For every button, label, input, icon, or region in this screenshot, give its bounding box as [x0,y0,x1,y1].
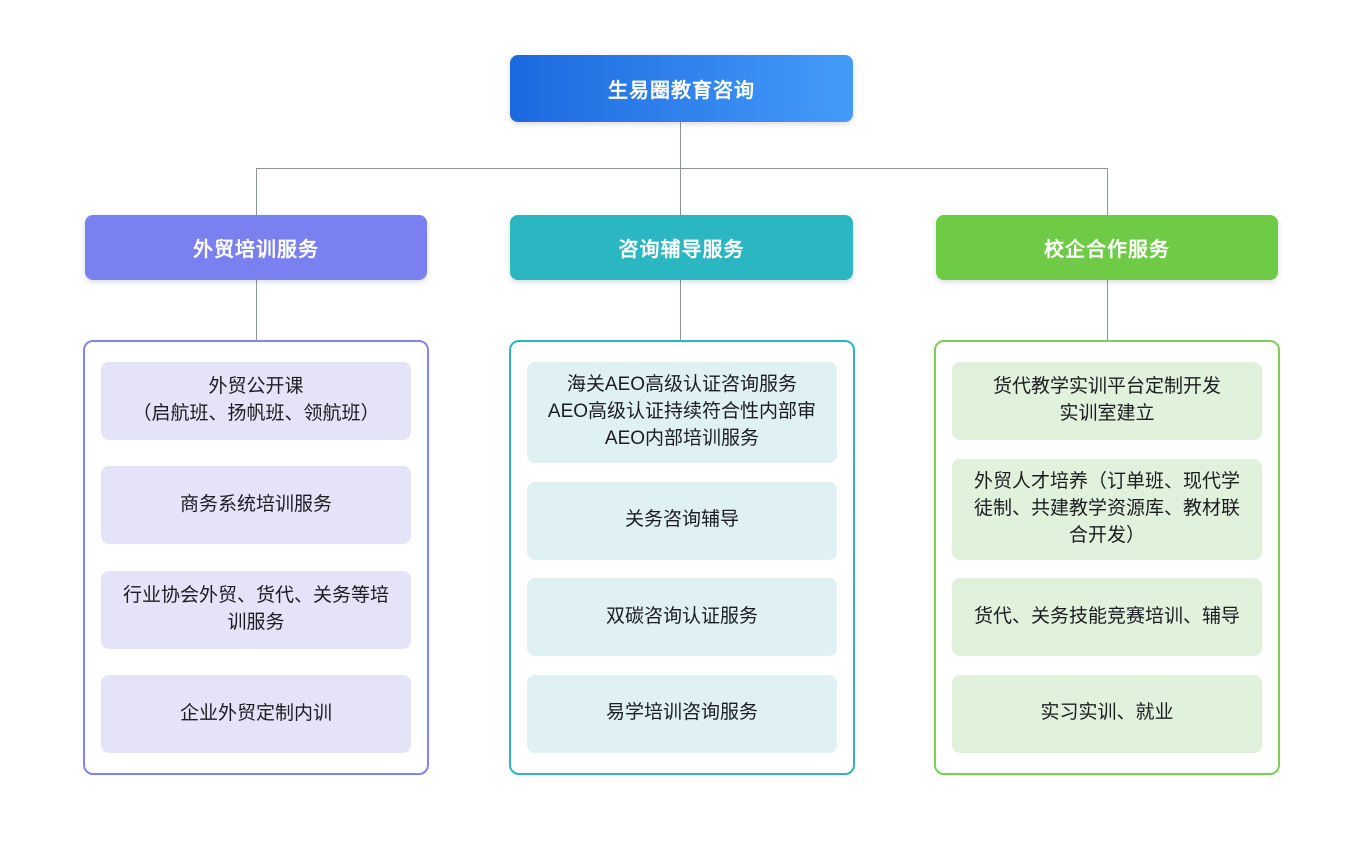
service-item: 行业协会外贸、货代、关务等培训服务 [101,570,411,649]
service-item: 货代、关务技能竞赛培训、辅导 [952,578,1262,657]
branch-group-foreign-trade-training: 外贸公开课 （启航班、扬帆班、领航班） 商务系统培训服务 行业协会外贸、货代、关… [83,340,429,775]
connector-center-header-to-group-line [680,280,681,340]
branch-header-label: 咨询辅导服务 [618,239,745,261]
service-item: 企业外贸定制内训 [101,674,411,753]
service-item-label: 双碳咨询认证服务 [605,605,758,627]
service-item: 海关AEO高级认证咨询服务 AEO高级认证持续符合性内部审 AEO内部培训服务 [527,362,837,463]
root-node-label: 生易圈教育咨询 [608,80,755,102]
service-item: 关务咨询辅导 [527,481,837,560]
connector-horizontal-line [256,168,1107,169]
service-item: 外贸公开课 （启航班、扬帆班、领航班） [101,362,411,440]
connector-drop-right-line [1107,168,1108,215]
branch-header-consulting-coaching: 咨询辅导服务 [510,215,853,280]
service-item: 外贸人才培养（订单班、现代学徒制、共建教学资源库、教材联合开发） [952,458,1262,560]
branch-header-school-enterprise: 校企合作服务 [936,215,1278,280]
connector-left-header-to-group-line [256,280,257,340]
service-item-label: 行业协会外贸、货代、关务等培训服务 [122,584,389,633]
service-item-label: 实习实训、就业 [1040,702,1174,724]
service-item: 货代教学实训平台定制开发 实训室建立 [952,362,1262,440]
branch-group-consulting-coaching: 海关AEO高级认证咨询服务 AEO高级认证持续符合性内部审 AEO内部培训服务 … [509,340,855,775]
service-item-label: 海关AEO高级认证咨询服务 AEO高级认证持续符合性内部审 AEO内部培训服务 [547,374,817,449]
service-item-label: 外贸公开课 （启航班、扬帆班、领航班） [132,376,380,424]
service-item: 商务系统培训服务 [101,466,411,545]
connector-root-vertical-line [680,122,681,168]
service-item-label: 商务系统培训服务 [179,493,332,515]
service-item-label: 易学培训咨询服务 [605,702,758,724]
branch-group-school-enterprise: 货代教学实训平台定制开发 实训室建立 外贸人才培养（订单班、现代学徒制、共建教学… [934,340,1280,775]
connector-drop-center-line [680,168,681,215]
connector-drop-left-line [256,168,257,215]
connector-right-header-to-group-line [1107,280,1108,340]
service-item: 实习实训、就业 [952,674,1262,753]
service-item-label: 外贸人才培养（订单班、现代学徒制、共建教学资源库、教材联合开发） [973,470,1240,546]
root-node: 生易圈教育咨询 [510,55,853,122]
service-item-label: 货代教学实训平台定制开发 实训室建立 [992,376,1221,424]
service-item: 易学培训咨询服务 [527,674,837,753]
branch-header-label: 外贸培训服务 [193,239,319,261]
service-item-label: 货代、关务技能竞赛培训、辅导 [973,605,1240,627]
branch-header-label: 校企合作服务 [1044,239,1170,261]
service-item-label: 关务咨询辅导 [624,509,739,531]
service-item-label: 企业外贸定制内训 [179,702,332,724]
service-item: 双碳咨询认证服务 [527,578,837,657]
branch-header-foreign-trade-training: 外贸培训服务 [85,215,427,280]
